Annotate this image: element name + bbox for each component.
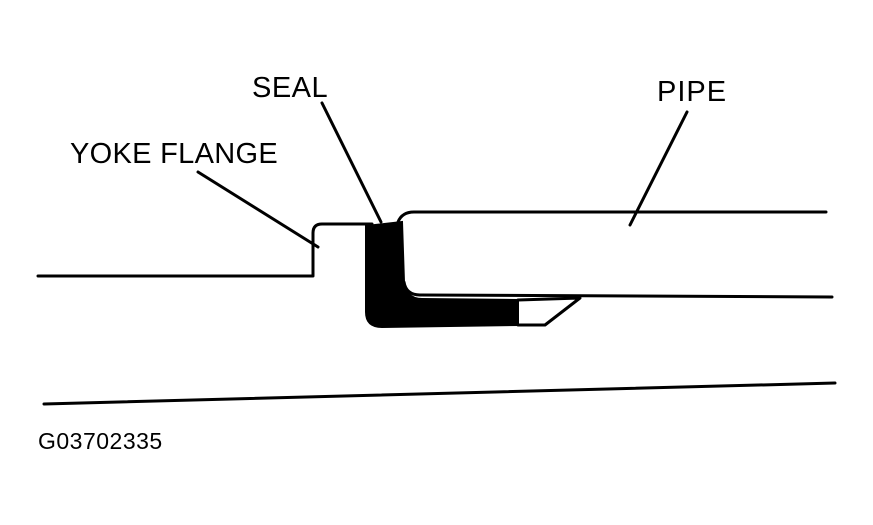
seal-leader-line	[320, 101, 383, 224]
pipe-inner-wall	[402, 280, 834, 299]
yoke-flange-outline	[36, 222, 374, 278]
yoke-flange-label: YOKE FLANGE	[70, 138, 278, 170]
pipe-label: PIPE	[657, 76, 728, 108]
pipe-outer-wall	[396, 210, 828, 224]
housing-bottom-line	[42, 381, 837, 406]
seal-label: SEAL	[252, 72, 329, 104]
yoke-flange-leader-line	[196, 170, 320, 249]
pipe-end-bevel	[516, 296, 582, 327]
figure-id-label: G03702335	[38, 428, 163, 454]
pipe-leader-line	[628, 110, 689, 227]
seal-shape	[365, 220, 519, 329]
